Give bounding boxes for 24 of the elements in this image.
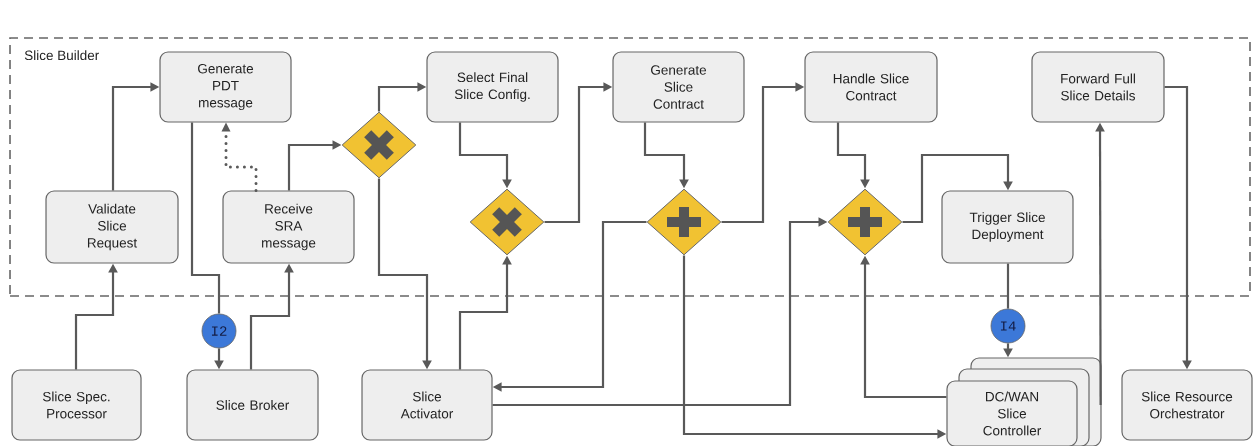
gateway-diamond <box>827 188 903 256</box>
group-title: Slice Builder <box>24 50 99 61</box>
process-box: Slice Activator <box>361 369 493 441</box>
process-box: Select Final Slice Config. <box>426 51 559 123</box>
process-box: Receive SRA message <box>222 190 355 264</box>
gateway-diamond <box>341 111 417 179</box>
process-box: Forward Full Slice Details <box>1031 51 1165 123</box>
arrow <box>902 153 1013 224</box>
process-box: Handle Slice Contract <box>804 51 938 123</box>
gateway-diamond <box>646 188 722 256</box>
process-box: Slice Broker <box>186 369 319 441</box>
interface-badge: I4 <box>990 308 1026 344</box>
interface-badge: I2 <box>201 313 237 349</box>
process-box: Generate PDT message <box>159 51 292 123</box>
process-box: Validate Slice Request <box>45 190 179 264</box>
process-box: Trigger Slice Deployment <box>941 190 1074 264</box>
gateway-diamond <box>469 188 545 256</box>
process-box: Slice Spec. Processor <box>11 369 142 441</box>
connector-line <box>1006 263 1010 309</box>
connector-line <box>190 122 221 314</box>
dotted-arrow <box>221 122 258 192</box>
process-box: Generate Slice Contract <box>612 51 745 123</box>
process-box: Slice Resource Orchestrator <box>1121 369 1253 441</box>
controller-stack: DC/WAN Slice Controller <box>946 357 1102 446</box>
